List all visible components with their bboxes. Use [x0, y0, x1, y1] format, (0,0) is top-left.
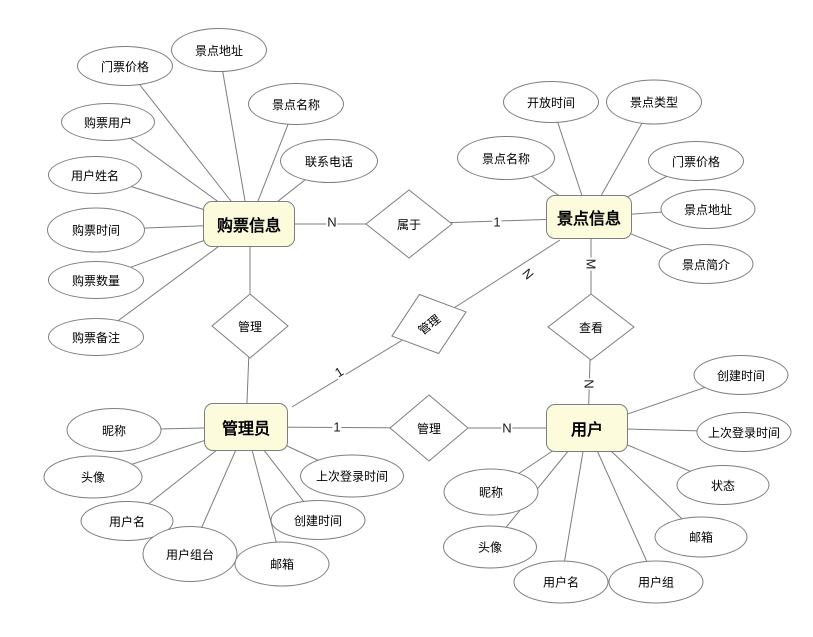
attribute-label: 购票数量 [71, 273, 120, 288]
attribute-label: 邮箱 [688, 530, 713, 545]
cardinality-label: N [501, 420, 513, 436]
attribute-label: 景点名称 [271, 97, 320, 112]
attribute-ellipse-user-nickname: 昵称 [443, 468, 539, 516]
attribute-label: 门票价格 [671, 154, 720, 169]
attribute-ellipse-ticket-spot-name: 景点名称 [248, 83, 344, 125]
attribute-label: 头像 [477, 540, 502, 555]
cardinality-label: 1 [332, 419, 342, 435]
attribute-label: 邮箱 [269, 557, 294, 572]
diamond-shape [211, 293, 289, 359]
attribute-ellipse-spot-name: 景点名称 [457, 136, 555, 180]
attribute-label: 用户组台 [165, 547, 214, 562]
attribute-label: 用户姓名 [70, 168, 119, 183]
attribute-ellipse-purchase-qty: 购票数量 [48, 261, 144, 299]
cardinality-label: 1 [492, 214, 502, 230]
relationship-label: 属于 [396, 217, 421, 232]
attribute-label: 上次登录时间 [315, 469, 388, 484]
attribute-label: 昵称 [101, 423, 126, 438]
relationship-diamond-manage-spot: 管理 [381, 281, 477, 367]
attribute-ellipse-user-user-group: 用户组 [608, 560, 704, 604]
entity-spot-info: 景点信息 [546, 195, 632, 239]
attribute-ellipse-admin-last-login: 上次登录时间 [300, 454, 404, 498]
relationship-diamond-belongs-to: 属于 [365, 189, 453, 259]
connector-line [124, 65, 250, 225]
attribute-label: 上次登录时间 [707, 425, 780, 440]
attribute-ellipse-ticket-buyer: 购票用户 [61, 103, 155, 141]
attribute-ellipse-user-email: 邮箱 [654, 516, 748, 558]
cardinality-label: N [581, 378, 597, 390]
cardinality-label: N [326, 214, 338, 230]
attribute-ellipse-spot-ticket-price: 门票价格 [648, 141, 744, 181]
attribute-label: 景点简介 [681, 257, 730, 272]
attribute-label: 状态 [710, 478, 735, 493]
attribute-ellipse-admin-email: 邮箱 [234, 541, 330, 587]
attribute-ellipse-open-time: 开放时间 [503, 81, 599, 123]
attribute-ellipse-spot-address: 景点地址 [660, 189, 756, 229]
entity-ticket-info: 购票信息 [203, 201, 295, 247]
attribute-label: 门票价格 [100, 59, 149, 74]
attribute-label: 创建时间 [293, 513, 342, 528]
attribute-label: 购票用户 [83, 115, 132, 130]
relationship-diamond-view-spot: 查看 [547, 293, 635, 361]
attribute-ellipse-user-avatar: 头像 [443, 525, 537, 569]
attribute-ellipse-purchase-note: 购票备注 [48, 318, 144, 356]
attribute-ellipse-user-username: 用户名 [513, 560, 609, 604]
attribute-label: 用户名 [108, 514, 145, 529]
relationship-diamond-manage-user: 管理 [389, 394, 469, 462]
attribute-ellipse-buyer-user-name: 用户姓名 [48, 156, 142, 194]
attribute-ellipse-user-status: 状态 [676, 465, 770, 505]
attribute-ellipse-contact-phone: 联系电话 [280, 139, 378, 183]
diamond-shape [547, 293, 635, 361]
attribute-label: 头像 [80, 470, 105, 485]
entity-label: 用户 [570, 422, 603, 439]
attribute-label: 用户名 [542, 575, 579, 590]
attribute-ellipse-user-create-time: 创建时间 [693, 355, 789, 395]
attribute-label: 景点地址 [194, 43, 243, 58]
entity-user: 用户 [546, 404, 628, 452]
attribute-ellipse-purchase-time: 购票时间 [47, 207, 145, 253]
diamond-shape [389, 394, 469, 462]
attribute-label: 景点名称 [481, 151, 530, 166]
attribute-ellipse-spot-type: 景点类型 [606, 79, 702, 125]
relationship-label: 管理 [237, 319, 262, 334]
diamond-shape [365, 189, 453, 259]
attribute-ellipse-user-last-login: 上次登录时间 [696, 412, 792, 452]
entity-admin: 管理员 [204, 403, 288, 451]
entity-label: 管理员 [221, 421, 270, 438]
attribute-ellipse-admin-user-group: 用户组台 [142, 526, 238, 582]
attribute-label: 购票时间 [71, 223, 120, 238]
attribute-ellipse-admin-avatar: 头像 [43, 455, 143, 499]
attribute-label: 创建时间 [716, 368, 765, 383]
entity-label: 景点信息 [556, 211, 621, 228]
relationship-label: 查看 [578, 320, 603, 335]
attribute-ellipse-ticket-price: 门票价格 [77, 46, 173, 86]
attribute-label: 景点类型 [629, 95, 678, 110]
attribute-label: 开放时间 [526, 95, 575, 110]
connector-line [560, 427, 588, 583]
entity-label: 购票信息 [216, 218, 281, 235]
attribute-ellipse-admin-nickname: 昵称 [66, 408, 162, 452]
connector-line [586, 427, 657, 583]
attribute-label: 联系电话 [304, 154, 353, 169]
attribute-label: 购票备注 [71, 330, 120, 345]
attribute-ellipse-ticket-spot-address: 景点地址 [171, 28, 267, 72]
attribute-label: 用户组 [637, 575, 674, 590]
relationship-diamond-manage-ticket: 管理 [211, 293, 289, 359]
connector-line [218, 49, 250, 225]
diamond-shape [391, 293, 467, 355]
attribute-label: 昵称 [478, 485, 503, 500]
cardinality-label: M [583, 257, 599, 271]
attribute-ellipse-admin-create-time: 创建时间 [270, 500, 366, 540]
relationship-label: 管理 [416, 421, 441, 436]
attribute-label: 景点地址 [683, 202, 732, 217]
attribute-ellipse-spot-intro: 景点简介 [658, 244, 754, 284]
